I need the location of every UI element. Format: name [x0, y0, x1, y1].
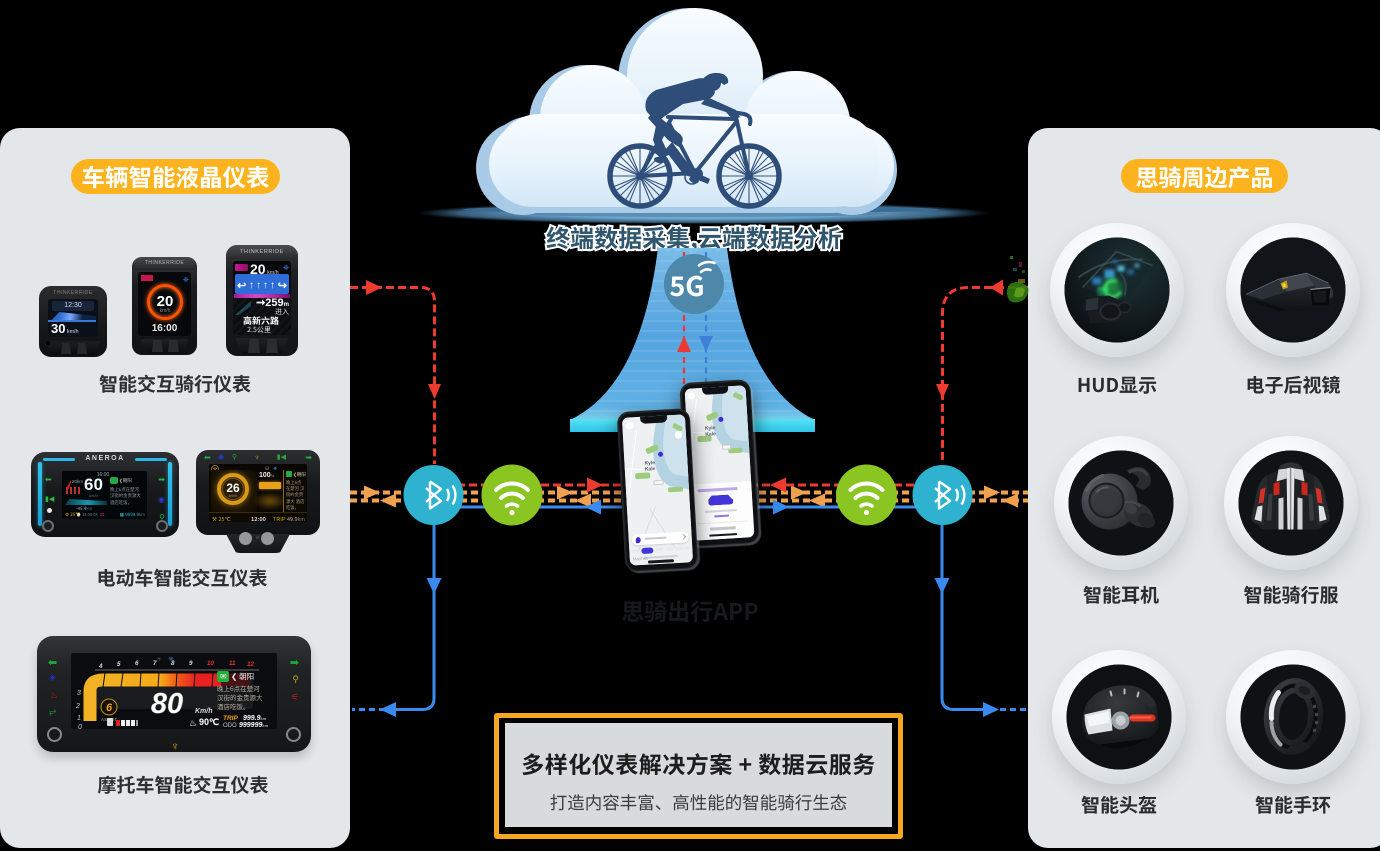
svg-text:0: 0 — [78, 724, 82, 729]
svg-text:Km/h: Km/h — [195, 708, 213, 715]
svg-text:7: 7 — [153, 660, 157, 667]
svg-text:1: 1 — [77, 715, 81, 722]
svg-text:汉街的金贵源大: 汉街的金贵源大 — [217, 692, 263, 702]
svg-text:TRIP: TRIP — [223, 715, 238, 722]
svg-text:12: 12 — [247, 661, 255, 668]
svg-text:♨: ♨ — [189, 718, 197, 728]
svg-text:10: 10 — [207, 660, 215, 667]
svg-text:80: 80 — [151, 688, 183, 720]
svg-text:4: 4 — [98, 663, 103, 670]
svg-text:☀: ☀ — [156, 654, 161, 663]
svg-text:3: 3 — [77, 690, 81, 697]
svg-text:酒店吃饭。: 酒店吃饭。 — [217, 701, 250, 711]
svg-text:❈: ❈ — [168, 654, 173, 663]
svg-text:999.9km: 999.9km — [243, 715, 267, 722]
svg-text:6: 6 — [135, 660, 139, 667]
svg-text:6: 6 — [106, 702, 113, 714]
svg-text:8: 8 — [171, 660, 175, 667]
svg-text:5G: 5G — [669, 265, 704, 304]
svg-text:❮ 朝阳: ❮ 朝阳 — [231, 671, 254, 682]
svg-text:999999km: 999999km — [239, 722, 269, 729]
svg-text:9: 9 — [189, 660, 193, 667]
svg-text:✉: ✉ — [220, 671, 227, 682]
svg-text:90℃: 90℃ — [199, 717, 219, 727]
svg-text:晚上6点在楚河: 晚上6点在楚河 — [217, 683, 260, 693]
svg-text:11: 11 — [229, 660, 236, 667]
svg-text:5: 5 — [117, 661, 121, 668]
svg-text:ODO: ODO — [223, 723, 237, 729]
svg-text:2: 2 — [75, 703, 80, 710]
